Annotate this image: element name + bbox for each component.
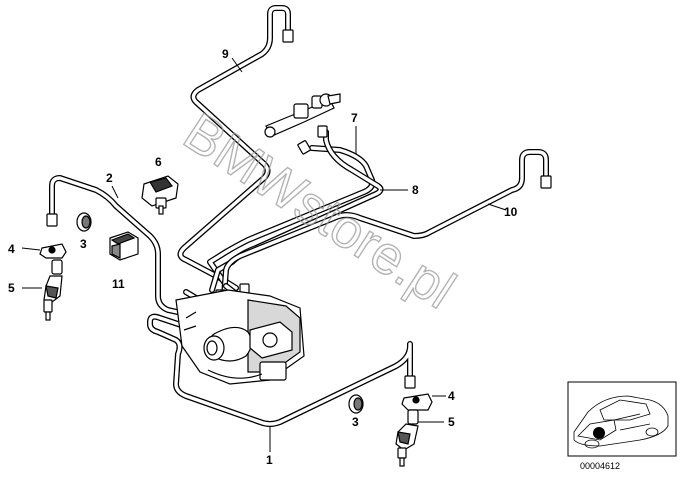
leader-lines	[21, 57, 507, 452]
callout-3: 3	[352, 415, 359, 429]
part-6-pressure-sensor	[141, 175, 179, 215]
fitting-nut	[297, 140, 312, 155]
thumbnail-frame	[567, 381, 677, 457]
fitting-nut	[282, 29, 294, 43]
callout-5: 5	[8, 281, 15, 295]
part-3-grommets	[76, 212, 364, 414]
master-cylinder	[264, 93, 341, 138]
callout-3: 3	[80, 237, 87, 251]
fitting-nut	[46, 213, 58, 227]
callout-4: 4	[8, 242, 15, 256]
callout-5: 5	[448, 415, 455, 429]
part-4-clips	[39, 243, 433, 411]
callout-4: 4	[448, 389, 455, 403]
callout-10: 10	[504, 205, 518, 219]
fitting-nut	[540, 175, 552, 189]
part-11-rubber-mount	[109, 231, 139, 261]
fitting-nut	[404, 375, 416, 389]
callout-2: 2	[106, 171, 113, 185]
thumbnail-code: 00004612	[580, 461, 620, 471]
car-outline-icon	[573, 395, 669, 449]
callout-8: 8	[412, 183, 419, 197]
callout-7: 7	[351, 111, 358, 125]
fitting-nut	[317, 125, 328, 138]
callout-1: 1	[266, 453, 273, 467]
callout-labels: 9 7 6 2 8 10 3 4 11 5 4 3 5 1	[8, 47, 518, 467]
abs-hydraulic-unit	[175, 289, 305, 385]
car-location-thumbnail: 00004612	[567, 381, 677, 471]
callout-9: 9	[222, 47, 229, 61]
location-marker-icon	[593, 427, 605, 439]
part-5-brake-hoses	[43, 259, 419, 467]
callout-11: 11	[112, 277, 125, 291]
callout-6: 6	[155, 155, 162, 169]
